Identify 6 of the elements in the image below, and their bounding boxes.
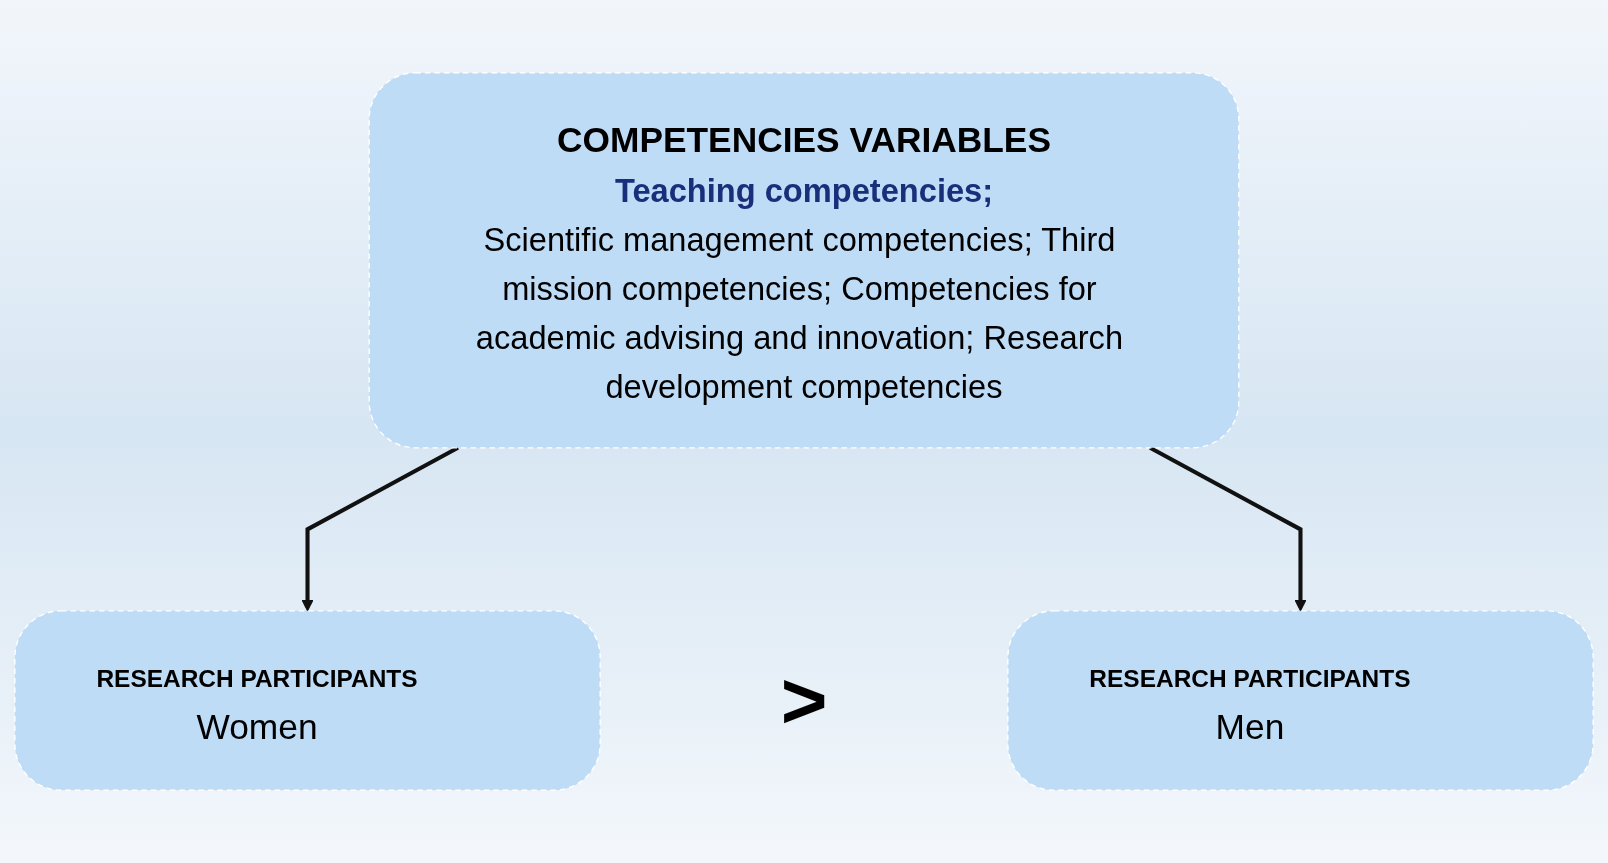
node-box: COMPETENCIES VARIABLES Teaching competencies; Scientific management competencies; Third mission competencies; Competencies for academic advising and innovation; Research development competencies	[368, 72, 1240, 449]
node-box: RESEARCH PARTICIPANTS Men	[1007, 610, 1594, 791]
arrow	[1149, 446, 1307, 612]
node-box: RESEARCH PARTICIPANTS Women	[14, 610, 601, 791]
arrow	[301, 446, 459, 612]
greater-than-sign: >	[780, 654, 828, 747]
